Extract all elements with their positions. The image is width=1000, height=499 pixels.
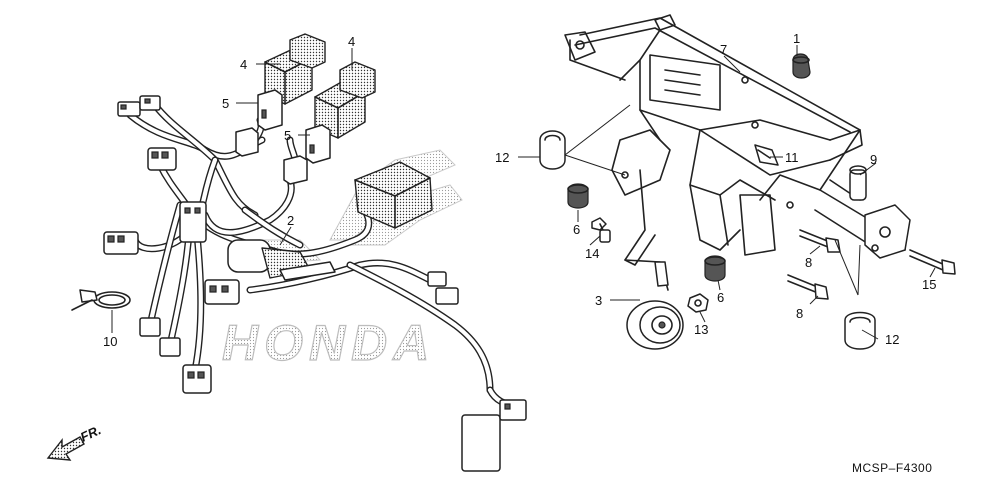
harness-large-connector xyxy=(354,161,433,229)
harness-connector-right-1 xyxy=(204,279,240,305)
part-1-rubber-grommet xyxy=(792,53,811,79)
callout-5b: 5 xyxy=(284,128,291,143)
diagram-code: MCSP–F4300 xyxy=(852,461,932,475)
callout-7: 7 xyxy=(720,42,727,57)
callout-4b: 4 xyxy=(348,34,355,49)
callout-15: 15 xyxy=(922,277,936,292)
callout-14: 14 xyxy=(585,246,599,261)
part-7-main-frame xyxy=(564,14,906,266)
part-5-relay-lower xyxy=(283,124,331,185)
callout-1: 1 xyxy=(793,31,800,46)
callout-8b: 8 xyxy=(796,306,803,321)
part-6-rubber-mount-upper xyxy=(567,183,589,209)
callout-9: 9 xyxy=(870,152,877,167)
part-4-relay-cover-lower xyxy=(314,61,376,139)
part-10-cable-tie xyxy=(71,289,131,311)
part-8-bolt-upper xyxy=(799,229,841,253)
front-direction-arrow: FR. xyxy=(46,422,103,461)
leader-lines xyxy=(111,45,936,340)
callout-10: 10 xyxy=(103,334,117,349)
part-15-bolt xyxy=(909,249,956,275)
harness-connector-ecu xyxy=(461,399,527,472)
arrow-left-icon xyxy=(46,436,85,461)
callout-labels: 1 2 3 4 4 5 5 6 6 7 8 8 9 10 11 12 12 13… xyxy=(103,31,936,349)
callout-13: 13 xyxy=(694,322,708,337)
part-12-clamp-lower xyxy=(844,311,876,350)
harness-connector-left-1 xyxy=(147,147,177,171)
part-9-mount-bracket xyxy=(849,165,911,259)
callout-6a: 6 xyxy=(573,222,580,237)
part-13-nut xyxy=(687,293,709,313)
callout-4a: 4 xyxy=(240,57,247,72)
callout-12b: 12 xyxy=(885,332,899,347)
direction-label: FR. xyxy=(78,422,103,444)
callout-6b: 6 xyxy=(717,290,724,305)
part-6-rubber-mount-lower xyxy=(704,255,726,282)
harness-connector-mid xyxy=(179,201,207,243)
part-5-relay-upper xyxy=(235,89,283,157)
callout-5a: 5 xyxy=(222,96,229,111)
callout-3: 3 xyxy=(595,293,602,308)
watermark-text: HONDA xyxy=(222,315,435,371)
callout-12a: 12 xyxy=(495,150,509,165)
callout-8a: 8 xyxy=(805,255,812,270)
callout-11: 11 xyxy=(785,150,799,165)
harness-connector-left-2 xyxy=(103,231,139,255)
harness-connector-right-2 xyxy=(427,271,459,305)
part-14-bolt xyxy=(591,217,611,243)
part-8-bolt-lower xyxy=(787,274,829,300)
callout-2: 2 xyxy=(287,213,294,228)
part-11-clip xyxy=(754,144,779,166)
harness-connector-bottom-1 xyxy=(139,317,212,394)
harness-connector-top-left xyxy=(117,95,161,117)
part-3-horn xyxy=(624,259,684,350)
part-12-clamp-upper xyxy=(539,130,566,170)
